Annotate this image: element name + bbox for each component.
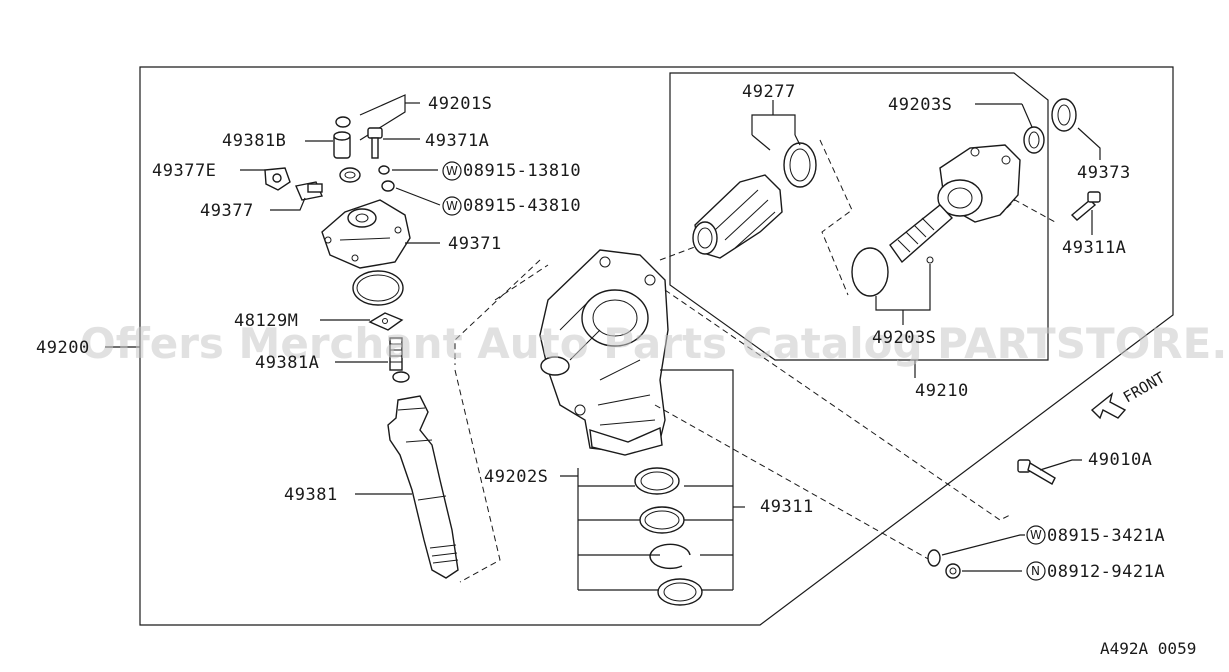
label-49201S: 49201S xyxy=(428,94,492,114)
snap-ring xyxy=(649,543,691,569)
label-08912-9421A: 08912-9421A xyxy=(1047,562,1165,582)
valve-assembly xyxy=(889,144,1021,264)
washer-08915-3421A xyxy=(927,549,941,567)
label-49371: 49371 xyxy=(448,234,502,254)
nut-marker: N xyxy=(1026,561,1046,581)
label-49311A: 49311A xyxy=(1062,238,1126,258)
gear-housing xyxy=(539,249,669,456)
bushing-49381A xyxy=(389,337,410,383)
label-49377: 49377 xyxy=(200,201,254,221)
label-49210: 49210 xyxy=(915,381,969,401)
oring-49203S-top xyxy=(1023,126,1045,154)
boot-49277 xyxy=(692,174,783,259)
label-49371A: 49371A xyxy=(425,131,489,151)
plate-48129M xyxy=(368,312,404,331)
bolt-49010A xyxy=(1017,459,1056,485)
washer-08915-13810 xyxy=(378,165,390,175)
label-08915-43810: 08915-43810 xyxy=(463,196,581,216)
watermark: Offers Merchant Auto Parts Catalog PARTS… xyxy=(80,319,1229,368)
label-49381: 49381 xyxy=(284,485,338,505)
seal-ring-49277 xyxy=(783,142,817,188)
sector-shaft-49381 xyxy=(387,395,459,579)
oring-49201S xyxy=(335,116,351,128)
label-49373: 49373 xyxy=(1077,163,1131,183)
top-cover-49371 xyxy=(321,199,411,269)
front-arrow xyxy=(1090,392,1127,420)
outer-frame xyxy=(139,66,1174,626)
label-49203S-bottom: 49203S xyxy=(872,328,936,348)
label-49203S-top: 49203S xyxy=(888,95,952,115)
washer-marker-3: W xyxy=(1026,525,1046,545)
clip-49377E xyxy=(264,167,291,191)
diagram-code: A492A 0059 xyxy=(1100,639,1196,658)
washer-marker-2: W xyxy=(442,196,462,216)
washer-marker-1: W xyxy=(442,161,462,181)
bolt-49371A xyxy=(367,127,383,159)
label-49377E: 49377E xyxy=(152,161,216,181)
svg-text:W: W xyxy=(1030,528,1042,542)
nut-49381B xyxy=(333,131,351,159)
svg-text:W: W xyxy=(446,199,458,213)
label-08915-3421A: 08915-3421A xyxy=(1047,526,1165,546)
washer-08915-43810 xyxy=(381,180,395,192)
front-label: FRONT xyxy=(1120,368,1168,406)
washer-ring xyxy=(339,167,361,183)
label-49010A: 49010A xyxy=(1088,450,1152,470)
fitting-49377 xyxy=(295,181,323,201)
svg-text:N: N xyxy=(1031,564,1040,578)
label-49277: 49277 xyxy=(742,82,796,102)
label-49202S: 49202S xyxy=(484,467,548,487)
big-oring xyxy=(352,270,404,306)
label-49381B: 49381B xyxy=(222,131,286,151)
seal-49373 xyxy=(1051,98,1077,132)
nut-08912-9421A xyxy=(945,563,961,579)
bolt-49311A xyxy=(1070,191,1101,221)
label-49311: 49311 xyxy=(760,497,814,517)
oring-49203S-bottom xyxy=(851,247,889,297)
svg-text:W: W xyxy=(446,164,458,178)
label-48129M: 48129M xyxy=(234,311,298,331)
label-49200: 49200 xyxy=(36,338,90,358)
label-08915-13810: 08915-13810 xyxy=(463,161,581,181)
label-49381A: 49381A xyxy=(255,353,319,373)
inner-frame-49210 xyxy=(669,72,1049,361)
